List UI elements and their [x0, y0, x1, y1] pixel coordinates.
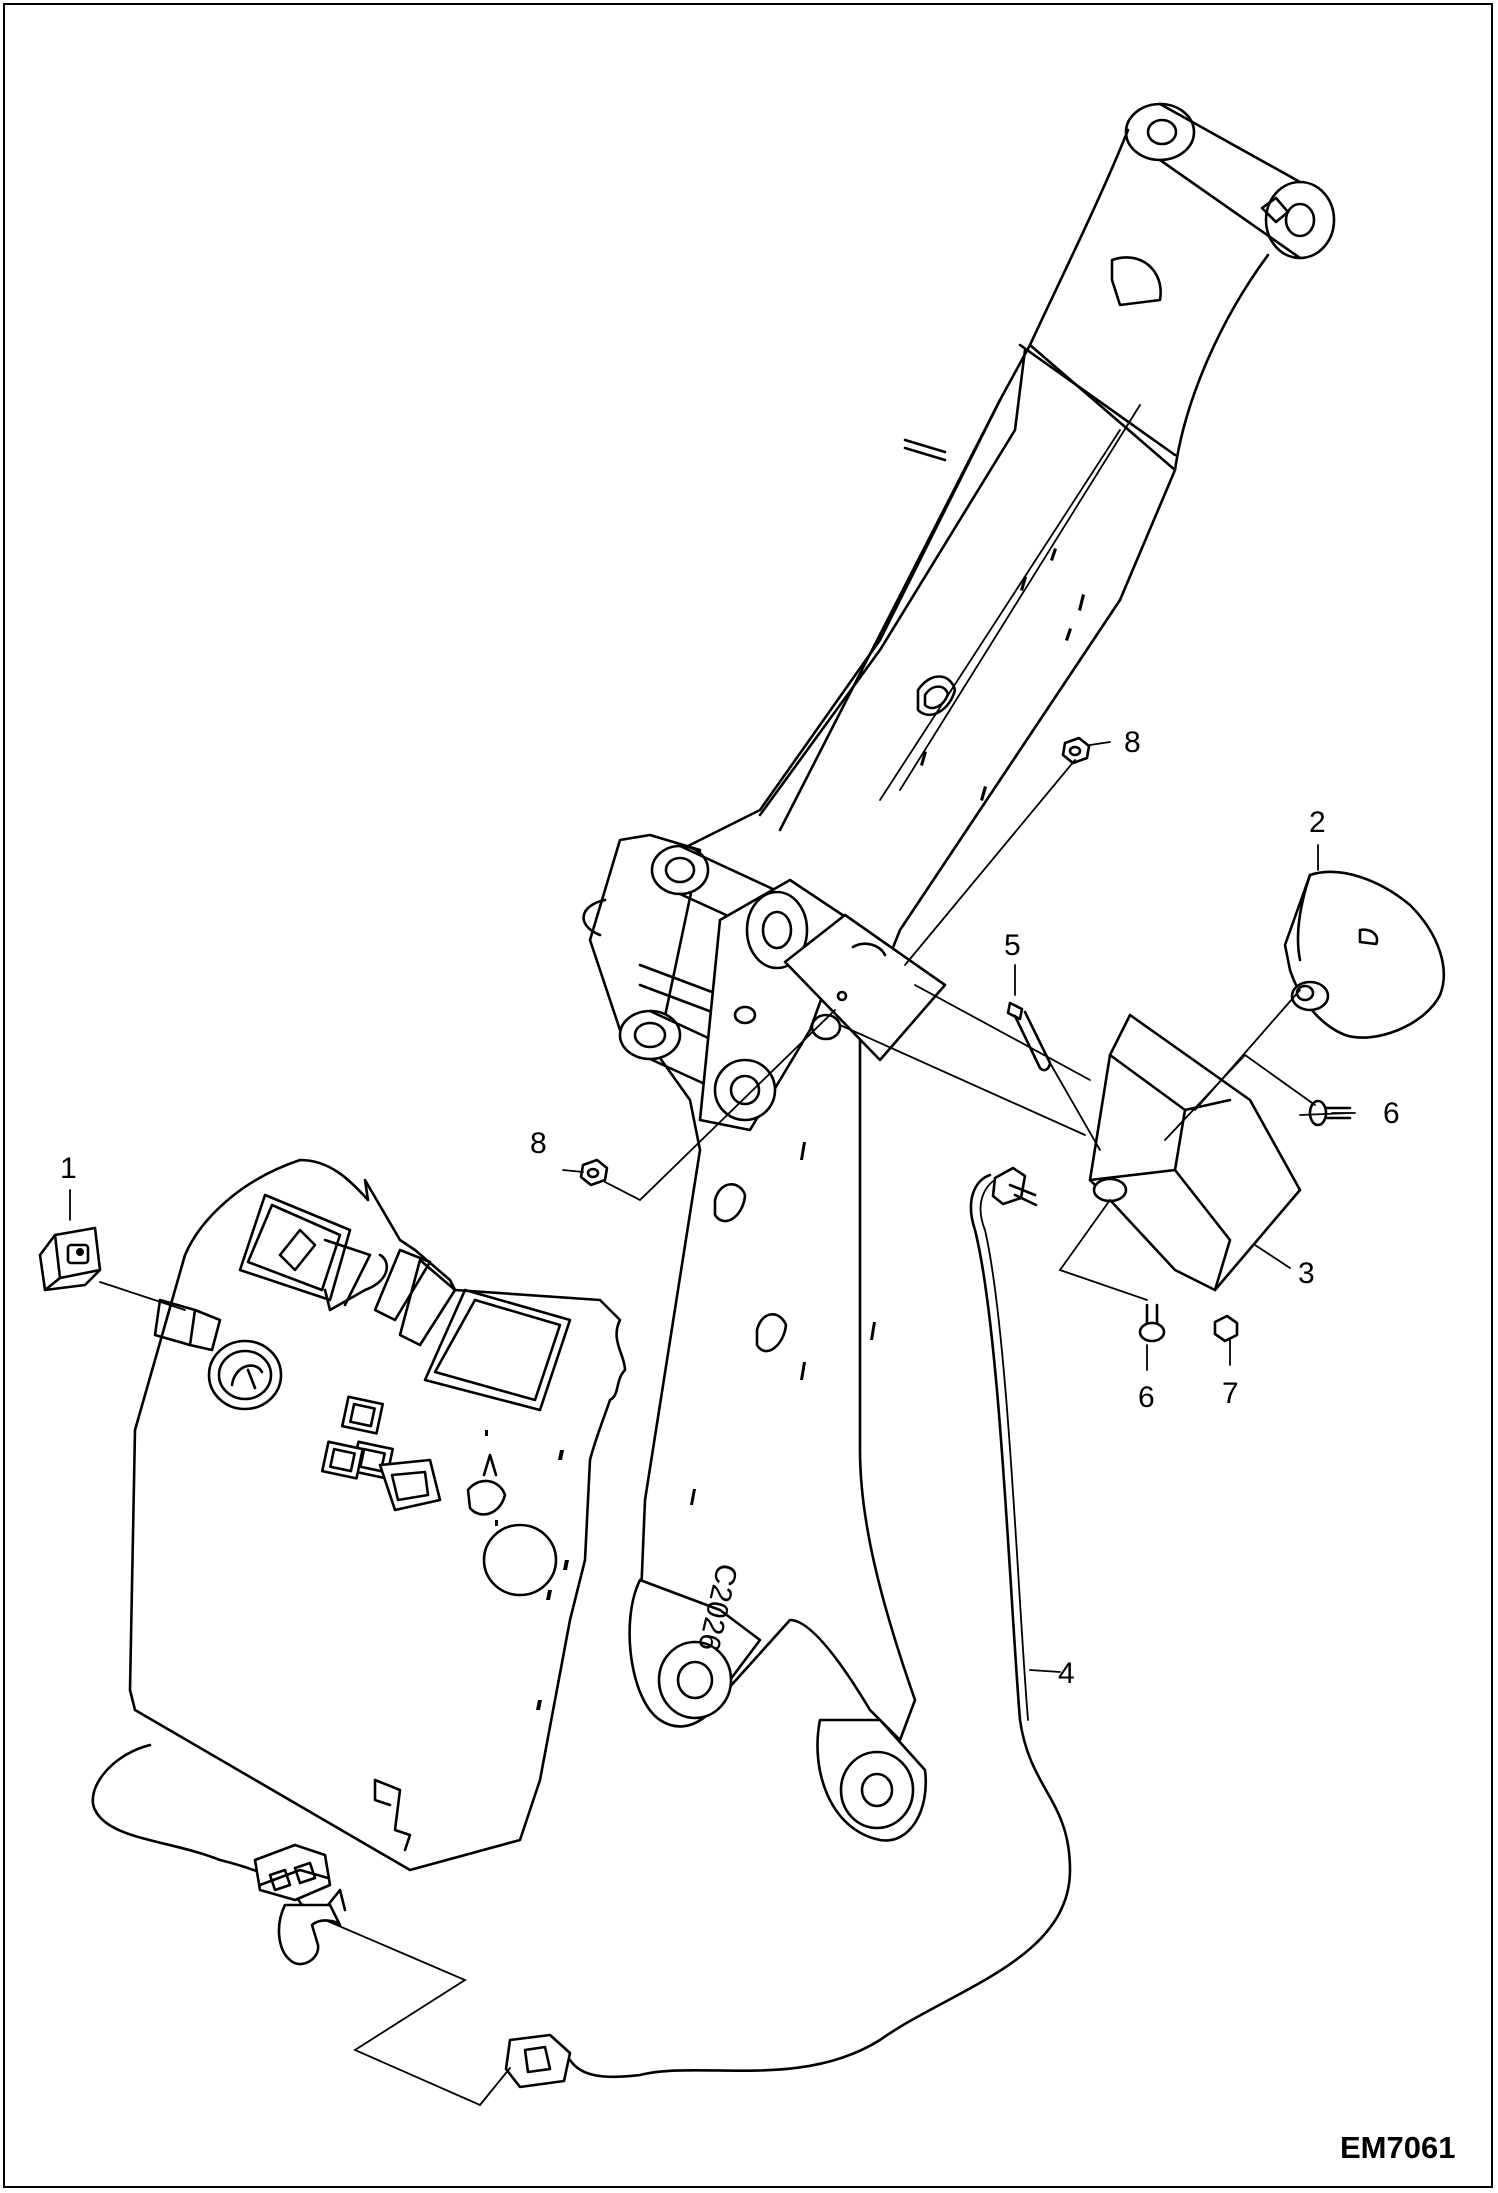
callout-1: 1	[60, 1152, 77, 1185]
callout-6-right: 6	[1383, 1097, 1400, 1130]
callouts: 1 2 3 4 5 6 6 7 8 8	[60, 726, 1400, 1690]
leader-lines	[69, 741, 1356, 2107]
light-bracket	[783, 913, 1302, 1292]
work-light	[1283, 870, 1446, 1039]
callout-8-lower: 8	[530, 1127, 547, 1160]
switch	[38, 1226, 102, 1292]
drawing-frame	[3, 3, 1493, 2188]
callout-2: 2	[1309, 806, 1326, 839]
boom-arm: C2026	[582, 102, 1336, 1842]
callout-4: 4	[1058, 1657, 1075, 1690]
instrument-panel	[128, 1158, 627, 1872]
figure-id: EM7061	[1340, 2130, 1455, 2165]
callout-8-upper: 8	[1124, 726, 1141, 759]
callout-6-lower: 6	[1138, 1381, 1155, 1414]
callout-3: 3	[1298, 1257, 1315, 1290]
callout-5: 5	[1004, 929, 1021, 962]
callout-7: 7	[1222, 1377, 1239, 1410]
hardware	[579, 736, 1352, 1343]
wire-harness	[91, 1166, 1072, 2089]
